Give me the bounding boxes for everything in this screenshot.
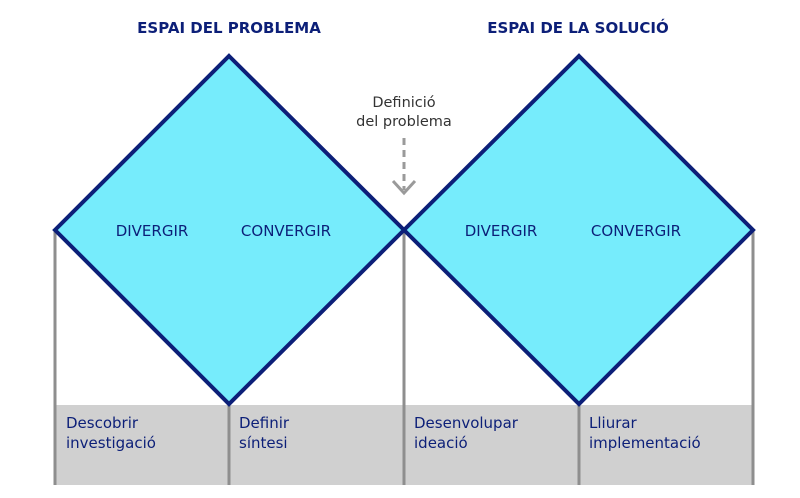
converge-label-solution: CONVERGIR: [591, 222, 681, 240]
diverge-label-solution: DIVERGIR: [465, 222, 538, 240]
problem-diamond: [52, 53, 407, 407]
diverge-label-problem: DIVERGIR: [116, 222, 189, 240]
stage-define-line2: síntesi: [239, 434, 288, 452]
stage-discover-line2: investigació: [66, 434, 156, 452]
stage-deliver-line2: implementació: [589, 434, 701, 452]
problem-space-title: ESPAI DEL PROBLEMA: [137, 19, 321, 37]
solution-diamond: [401, 53, 756, 407]
stage-discover-line1: Descobrir: [66, 414, 139, 432]
stage-develop-line1: Desenvolupar: [414, 414, 519, 432]
stage-develop-line2: ideació: [414, 434, 468, 452]
problem-definition-note-line2: del problema: [356, 114, 452, 130]
solution-space-title: ESPAI DE LA SOLUCIÓ: [487, 18, 669, 37]
problem-definition-note-line1: Definició: [372, 95, 435, 111]
stage-define-line1: Definir: [239, 414, 290, 432]
converge-label-problem: CONVERGIR: [241, 222, 331, 240]
stage-deliver-line1: Lliurar: [589, 414, 638, 432]
dashed-arrow-head: [391, 179, 417, 196]
